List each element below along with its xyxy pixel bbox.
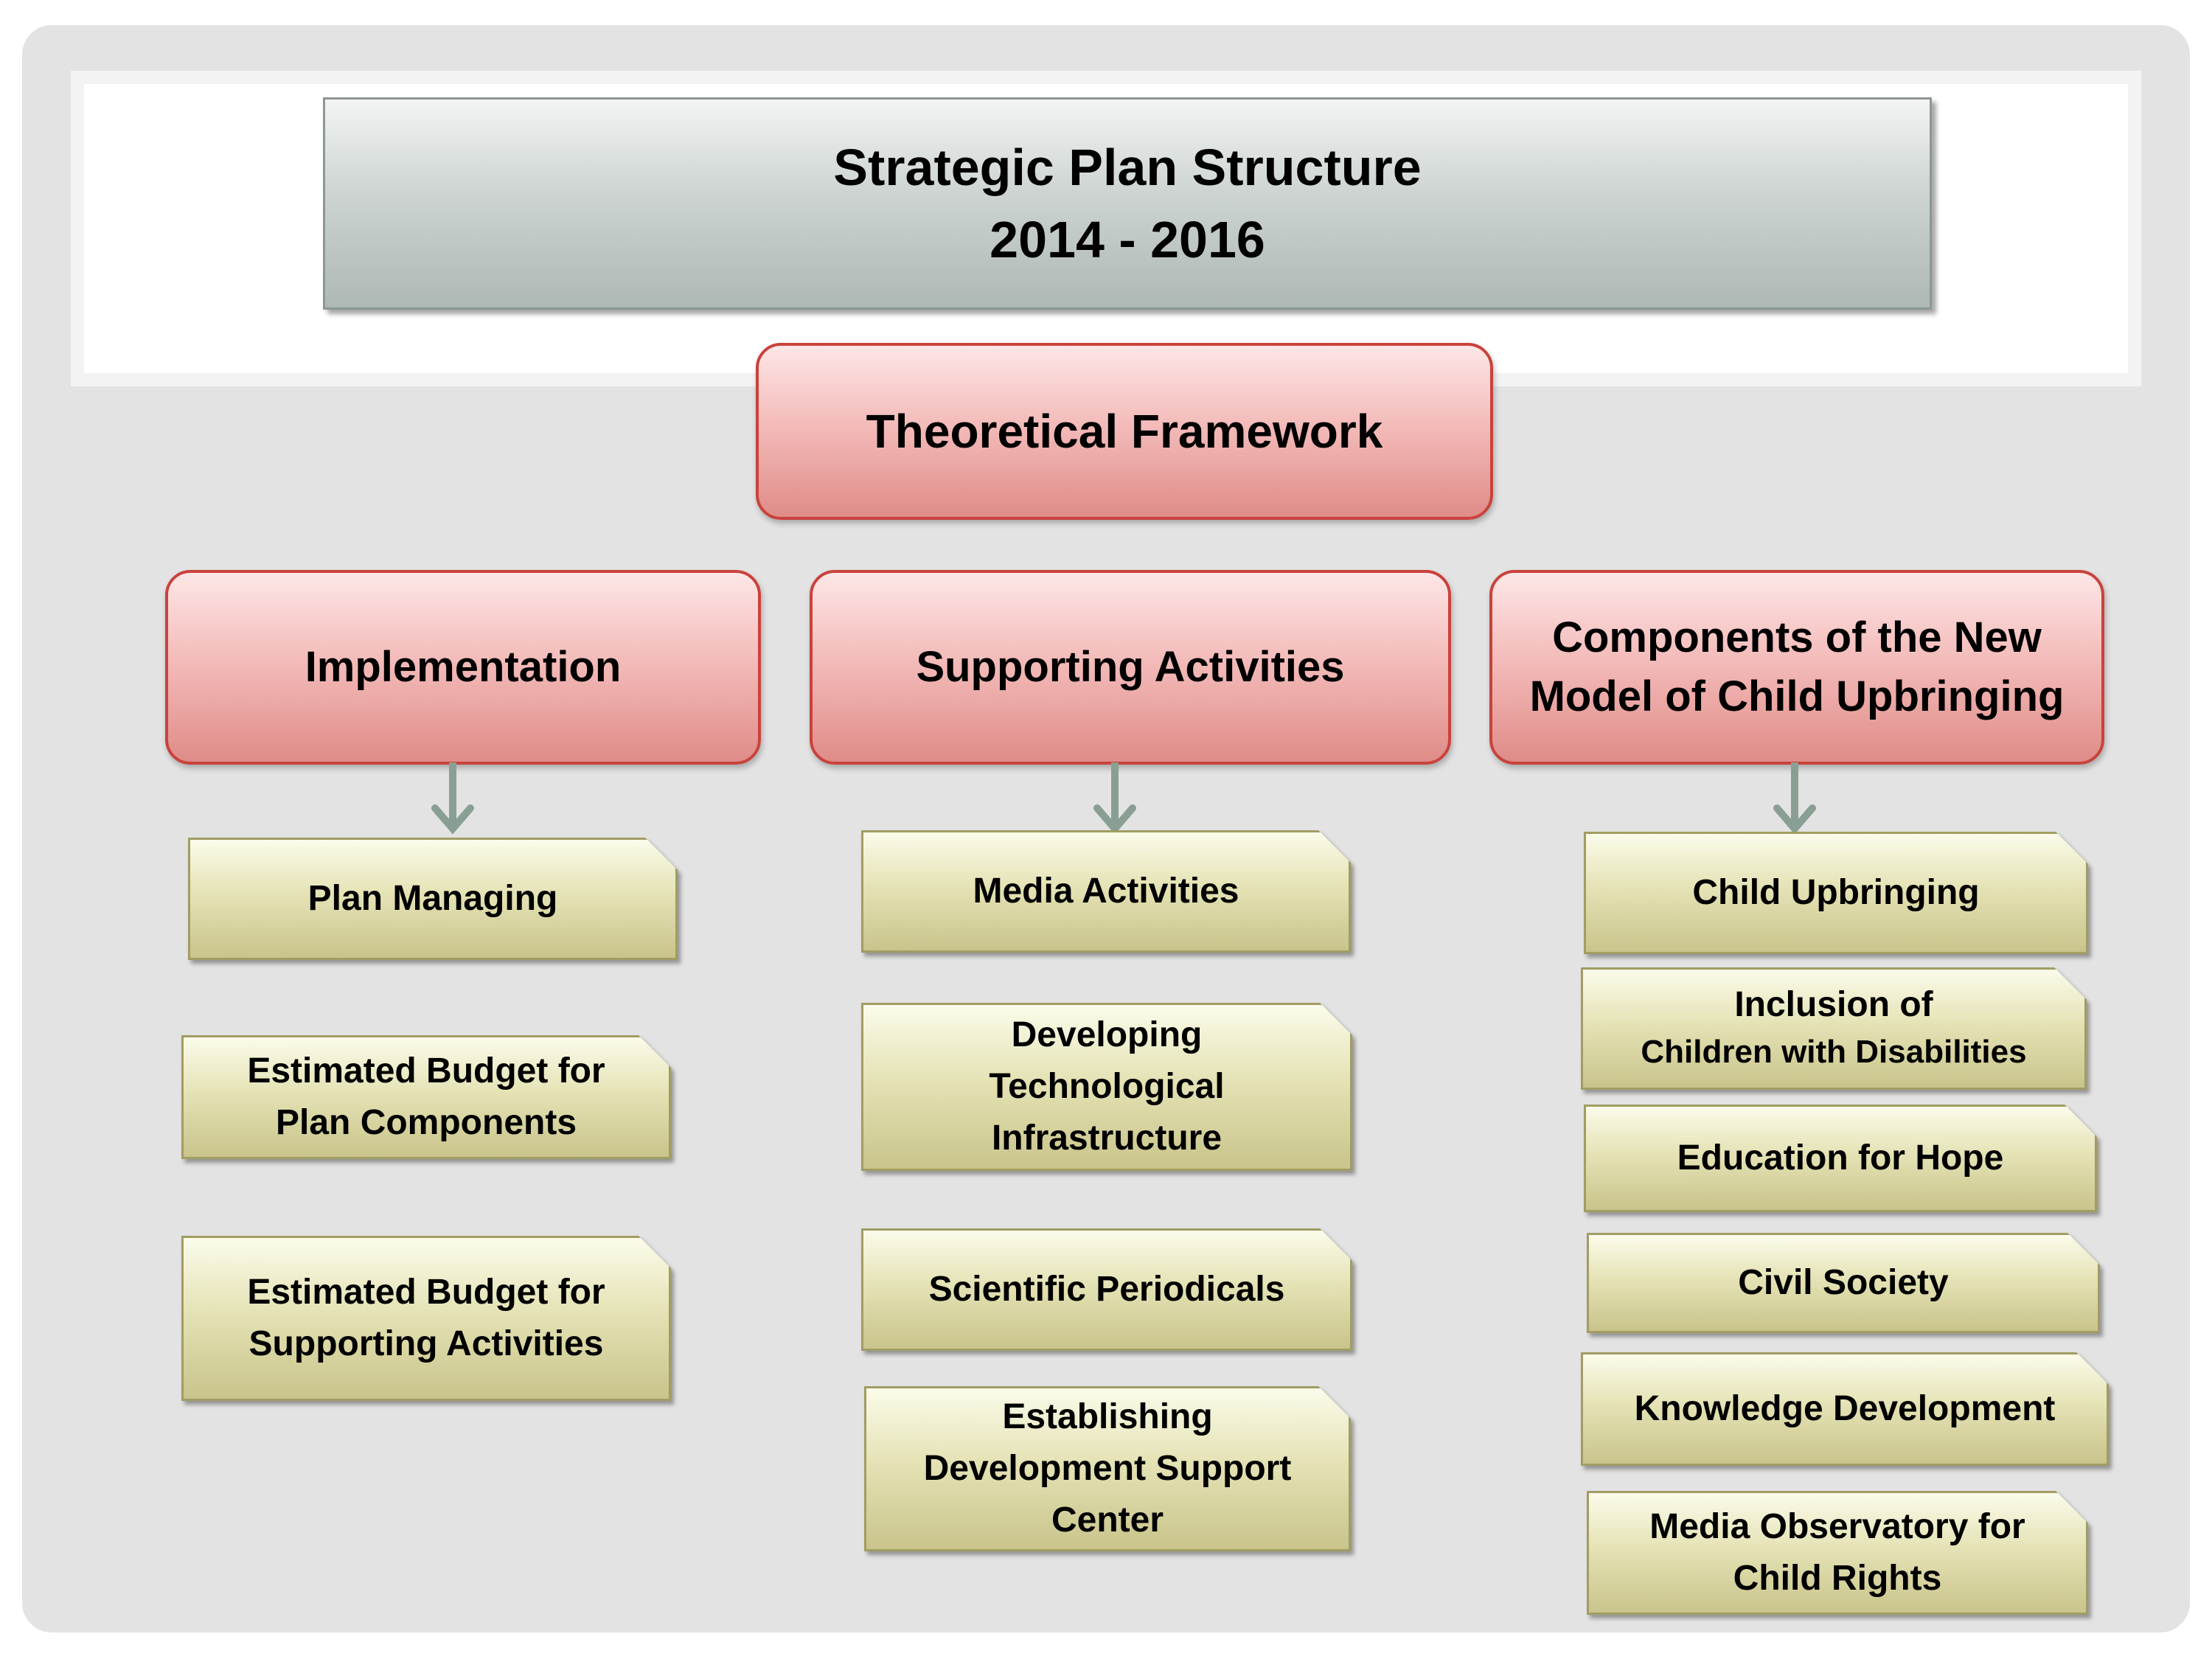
branch-label-line: Supporting Activities xyxy=(916,643,1345,691)
item-box-scientific-periodicals: Scientific Periodicals xyxy=(861,1228,1352,1351)
item-label-line: Supporting Activities xyxy=(248,1324,604,1363)
item-label-line: Estimated Budget for xyxy=(247,1273,605,1312)
item-box-knowledge-development: Knowledge Development xyxy=(1581,1352,2109,1466)
arrow-down-icon xyxy=(431,762,474,835)
arrow-down-icon xyxy=(1773,762,1816,835)
item-label-line: Plan Managing xyxy=(307,879,558,918)
branch-box-supporting-activities: Supporting Activities xyxy=(810,570,1451,765)
branch-box-implementation: Implementation xyxy=(165,570,761,765)
item-label-line: Technological xyxy=(989,1067,1225,1106)
item-box-budget-plan-components: Estimated Budget for Plan Components xyxy=(181,1035,671,1159)
item-label-line: Civil Society xyxy=(1738,1263,1949,1302)
item-label-line: Education for Hope xyxy=(1677,1138,2004,1178)
item-box-developing-tech-infrastructure: Developing Technological Infrastructure xyxy=(861,1003,1352,1171)
item-box-development-support-center: Establishing Development Support Center xyxy=(864,1386,1351,1551)
item-box-education-for-hope: Education for Hope xyxy=(1584,1105,2097,1212)
item-box-plan-managing: Plan Managing xyxy=(188,838,678,960)
item-label-line: Media Observatory for xyxy=(1649,1507,2025,1546)
root-label: Theoretical Framework xyxy=(866,405,1383,458)
title-line-2: 2014 - 2016 xyxy=(990,211,1265,268)
item-label-line: Infrastructure xyxy=(991,1119,1222,1158)
item-box-budget-supporting-activities: Estimated Budget for Supporting Activiti… xyxy=(181,1236,671,1401)
branch-label-line: Implementation xyxy=(305,643,622,691)
item-box-child-upbringing: Child Upbringing xyxy=(1584,832,2088,954)
item-label-line: Establishing xyxy=(1002,1397,1213,1436)
item-label-line: Developing xyxy=(1011,1015,1203,1054)
root-box-theoretical-framework: Theoretical Framework xyxy=(756,343,1493,520)
branch-label-line: Model of Child Upbringing xyxy=(1529,672,2065,720)
item-label-line: Children with Disabilities xyxy=(1641,1034,2027,1070)
item-box-civil-society: Civil Society xyxy=(1587,1233,2100,1333)
item-label-line: Child Upbringing xyxy=(1692,873,1980,912)
item-label-line: Estimated Budget for xyxy=(247,1051,605,1091)
item-label-line: Center xyxy=(1051,1500,1164,1540)
item-label-line: Knowledge Development xyxy=(1634,1389,2056,1428)
title-box: Strategic Plan Structure 2014 - 2016 xyxy=(323,97,1932,310)
item-label-line: Development Support xyxy=(923,1449,1292,1488)
item-label-line: Media Activities xyxy=(973,872,1239,911)
item-label-line: Inclusion of xyxy=(1734,985,1933,1024)
item-box-media-activities: Media Activities xyxy=(861,830,1351,953)
item-label-line: Scientific Periodicals xyxy=(928,1270,1285,1309)
item-box-inclusion-children-disabilities: Inclusion of Children with Disabilities xyxy=(1581,967,2087,1090)
arrow-down-icon xyxy=(1093,762,1136,835)
branch-label-line: Components of the New xyxy=(1552,613,2042,661)
item-box-media-observatory-child-rights: Media Observatory for Child Rights xyxy=(1587,1491,2088,1615)
title-line-1: Strategic Plan Structure xyxy=(833,139,1422,196)
branch-box-components-new-model: Components of the New Model of Child Upb… xyxy=(1489,570,2104,765)
item-label-line: Child Rights xyxy=(1733,1559,1942,1598)
item-label-line: Plan Components xyxy=(275,1103,577,1142)
